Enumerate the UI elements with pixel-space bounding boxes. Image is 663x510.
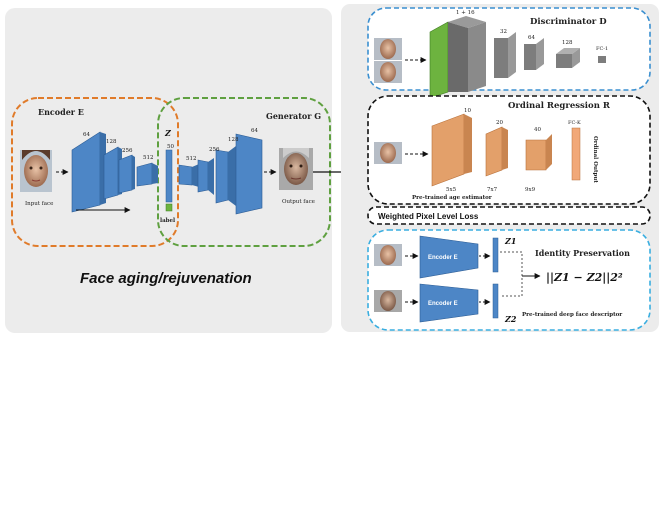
ordinal-size-label: 20 bbox=[496, 120, 503, 126]
identity-z1-vector bbox=[492, 237, 499, 273]
discriminator-layer-128-side bbox=[572, 48, 580, 68]
discriminator-layer-16 bbox=[448, 22, 468, 92]
discriminator-size-label: 1 + 16 bbox=[456, 10, 475, 16]
identity-encoder-2 bbox=[419, 283, 479, 323]
discriminator-layer-32-side bbox=[508, 32, 516, 78]
generator-layer-128-side bbox=[228, 146, 236, 206]
ordinal-kernel-label: 5x5 bbox=[446, 187, 457, 193]
latent-vector-z bbox=[165, 149, 173, 203]
encoder-layer-512 bbox=[136, 162, 153, 187]
encoder-region bbox=[11, 97, 179, 247]
identity-caption: Pre-trained deep face descriptor bbox=[522, 312, 622, 318]
generator-size-label: 256 bbox=[209, 147, 220, 153]
generator-layer-512-side bbox=[192, 164, 199, 187]
discriminator-layer-64-side bbox=[536, 38, 544, 70]
pixel-loss-box bbox=[367, 206, 651, 225]
generator-layer-256-side bbox=[208, 158, 214, 195]
generator-size-label: 128 bbox=[228, 137, 239, 143]
ordinal-fc-label: FC-K bbox=[568, 120, 581, 126]
generator-layer-64 bbox=[235, 133, 263, 215]
discriminator-layer-64 bbox=[524, 44, 536, 70]
input-face-caption: Input face bbox=[25, 201, 53, 207]
identity-z2-vector bbox=[492, 283, 499, 319]
encoder-size-label: 64 bbox=[83, 132, 90, 138]
encoder-title: Encoder E bbox=[38, 107, 84, 117]
generator-size-label: 64 bbox=[251, 128, 258, 134]
discriminator-fc bbox=[598, 56, 606, 63]
encoder-layer-128 bbox=[103, 146, 119, 200]
generator-layer-512 bbox=[178, 164, 193, 186]
generator-size-label: 512 bbox=[186, 156, 197, 162]
discriminator-title: Discriminator D bbox=[530, 17, 607, 27]
ordinal-kernel-label: 7x7 bbox=[487, 187, 498, 193]
discriminator-size-label: 64 bbox=[528, 35, 535, 41]
encoder-layer-512-side bbox=[152, 163, 158, 184]
identity-encoder-label: Encoder E bbox=[428, 255, 458, 261]
ordinal-output-label: Ordinal Output bbox=[592, 136, 598, 183]
discriminator-layer-32 bbox=[494, 38, 508, 78]
ordinal-layer-10-side bbox=[464, 114, 472, 174]
ordinal-layers bbox=[431, 113, 581, 187]
encoder-size-label: 512 bbox=[143, 155, 154, 161]
age-label-vector bbox=[165, 203, 173, 212]
ordinal-layer-20 bbox=[485, 126, 503, 177]
identity-z2-label: Z2 bbox=[504, 314, 517, 324]
encoder-size-label: 256 bbox=[122, 148, 133, 154]
encoder-layers bbox=[71, 131, 158, 213]
ordinal-title: Ordinal Regression R bbox=[508, 101, 611, 111]
generator-layers bbox=[178, 133, 263, 215]
ordinal-layer-40 bbox=[525, 139, 547, 171]
discriminator-layer-16-side bbox=[468, 22, 486, 92]
ordinal-layer-40-side bbox=[546, 134, 552, 170]
identity-encoder-1 bbox=[419, 235, 479, 279]
ordinal-size-label: 10 bbox=[464, 108, 471, 114]
ordinal-caption: Pre-trained age estimator bbox=[412, 195, 492, 201]
discriminator-label-layer bbox=[429, 21, 449, 99]
identity-input-face-1 bbox=[374, 244, 402, 266]
ordinal-regression-box bbox=[367, 95, 651, 205]
discriminator-fc-label: FC-1 bbox=[596, 46, 608, 52]
encoder-layer-256-side bbox=[132, 155, 135, 190]
identity-z1-label: Z1 bbox=[504, 236, 516, 246]
discriminator-input-faces bbox=[374, 38, 402, 83]
label-caption: label bbox=[160, 218, 175, 224]
z-label: Z bbox=[164, 128, 172, 138]
identity-formula: ||Z1 − Z2||2² bbox=[546, 271, 623, 284]
ordinal-layer-10 bbox=[431, 113, 465, 187]
encoder-layer-256 bbox=[118, 154, 133, 194]
generator-title: Generator G bbox=[266, 111, 321, 121]
identity-encoder-label: Encoder E bbox=[428, 301, 458, 307]
generator-layer-128 bbox=[215, 149, 229, 204]
encoder-size-label: 128 bbox=[106, 139, 117, 145]
identity-title: Identity Preservation bbox=[535, 248, 630, 258]
discriminator-layers bbox=[429, 16, 606, 99]
identity-input-face-2 bbox=[374, 290, 402, 312]
ordinal-fc-k bbox=[571, 127, 581, 181]
z-size-label: 50 bbox=[167, 144, 174, 150]
task-title: Face aging/rejuvenation bbox=[80, 270, 252, 287]
discriminator-size-label: 128 bbox=[562, 40, 573, 46]
discriminator-layer-128-top bbox=[556, 48, 580, 54]
ordinal-layer-20-side bbox=[502, 127, 508, 170]
discriminator-layer-top bbox=[448, 16, 486, 28]
identity-merge-lines bbox=[500, 251, 523, 297]
output-face-caption: Output face bbox=[282, 199, 315, 205]
pixel-loss-title: Weighted Pixel Level Loss bbox=[378, 212, 479, 221]
ordinal-kernel-label: 9x9 bbox=[525, 187, 536, 193]
output-face-image bbox=[279, 148, 313, 190]
ordinal-size-label: 40 bbox=[534, 127, 541, 133]
generator-layer-256 bbox=[197, 159, 209, 193]
discriminator-size-label: 32 bbox=[500, 29, 507, 35]
input-face-image bbox=[20, 150, 52, 192]
ordinal-input-face bbox=[374, 142, 402, 164]
discriminator-layer-128 bbox=[556, 54, 572, 68]
